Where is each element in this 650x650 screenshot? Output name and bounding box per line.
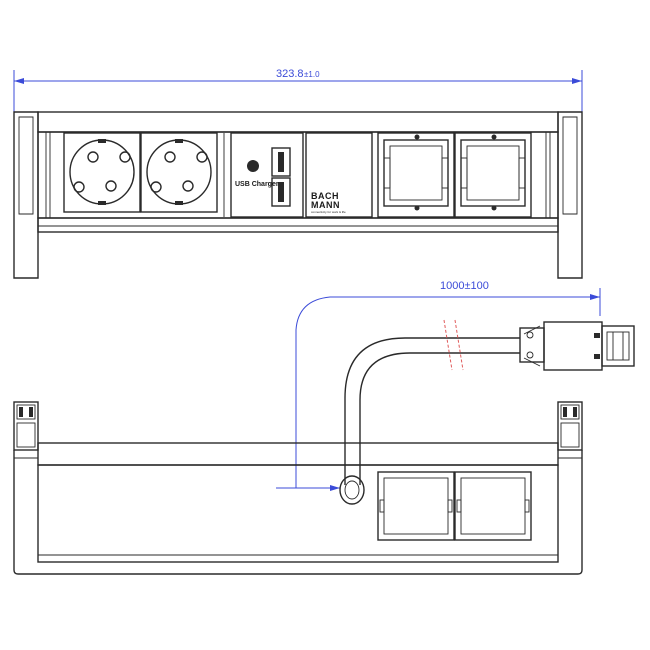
cable-length-dimension: 1000±100 [276,280,601,491]
cable [344,319,520,485]
module-back-2 [454,471,532,541]
schuko-socket-1 [63,132,141,213]
left-end-cap [13,111,39,279]
brand-logo-line1: BACH [311,191,339,201]
module-back-1 [377,471,455,541]
data-module-2 [454,132,532,218]
usb-led-icon [247,160,259,172]
schuko-socket-2 [140,132,218,213]
right-end-cap [557,111,583,279]
overall-width-dimension: 323.8 ±1.0 [13,68,583,112]
overall-width-value: 323.8 [276,68,304,80]
bottom-view [13,401,583,575]
usb-port-2 [271,177,291,207]
usb-charger-label: USB Charger [235,181,279,188]
brand-tagline: connectivity for work & life [311,210,346,214]
data-module-1 [377,132,455,218]
brand-panel: BACH MANN connectivity for work & life [305,132,373,218]
cable-length-value: 1000±100 [440,280,489,292]
brand-logo-line2: MANN [311,200,340,210]
profile-body [37,111,559,278]
usb-port-1 [271,147,291,177]
gst-connector [519,321,635,371]
front-view: USB Charger BACH MANN connectivity for w… [13,111,583,279]
right-clamp [557,401,583,451]
overall-width-tolerance: ±1.0 [304,70,320,79]
cable-gland [339,475,365,505]
usb-charger-module: USB Charger [230,132,304,218]
left-clamp [13,401,39,451]
